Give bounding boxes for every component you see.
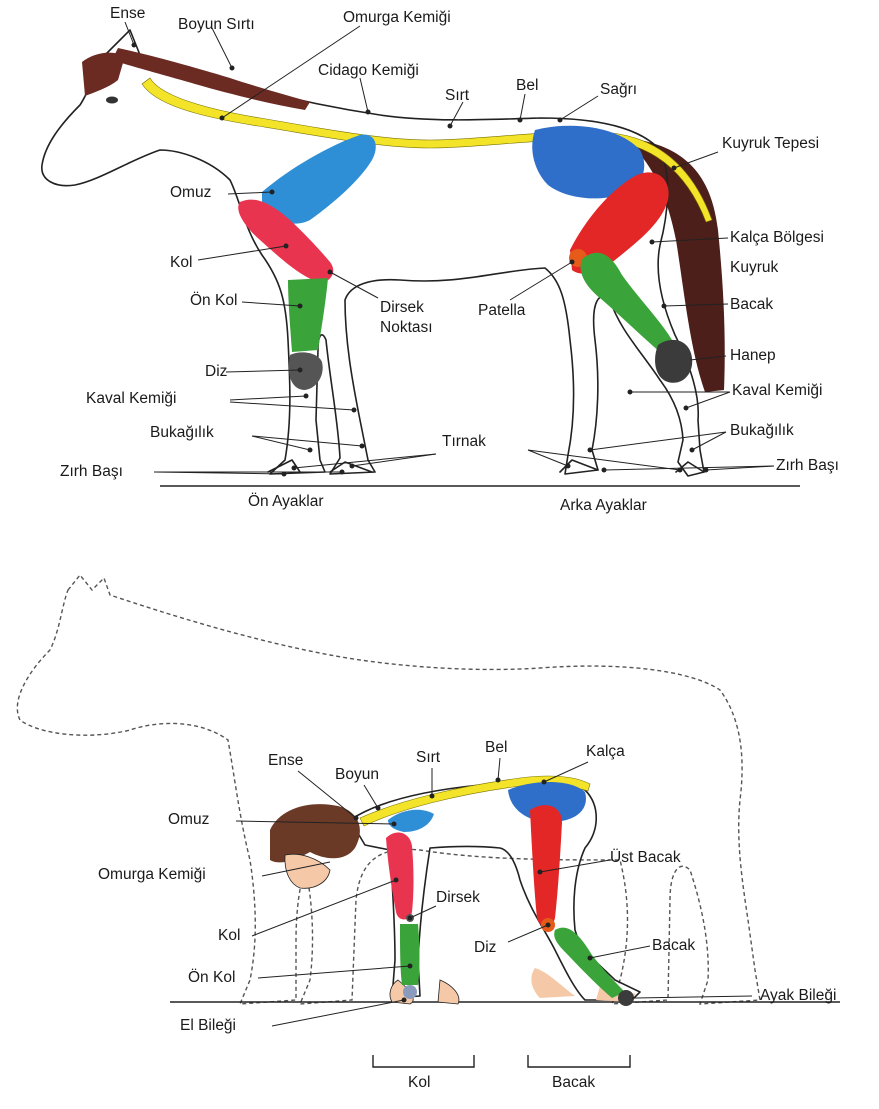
label-sagri: Sağrı <box>600 82 637 98</box>
label-human-sirt: Sırt <box>416 750 440 766</box>
label-noktasi: Noktası <box>380 320 433 336</box>
label-human-bel: Bel <box>485 740 507 756</box>
label-bukagilik-front: Bukağılık <box>150 425 214 441</box>
label-kalca-bolgesi: Kalça Bölgesi <box>730 230 824 246</box>
label-human-on-kol: Ön Kol <box>188 970 235 986</box>
label-human-boyun: Boyun <box>335 767 379 783</box>
human-wrist <box>403 985 417 999</box>
ghost-horse <box>17 575 760 1004</box>
label-bacak: Bacak <box>730 297 773 313</box>
label-diz: Diz <box>205 364 227 380</box>
label-kaval-kemigi-rear: Kaval Kemiği <box>732 383 822 399</box>
label-human-omuz: Omuz <box>168 812 209 828</box>
label-bel: Bel <box>516 78 538 94</box>
label-kol: Kol <box>170 255 192 271</box>
label-tirnak: Tırnak <box>442 434 486 450</box>
human-ankle <box>618 990 634 1006</box>
label-zirh-basi-rear: Zırh Başı <box>776 458 839 474</box>
label-kuyruk: Kuyruk <box>730 260 778 276</box>
horse-forearm <box>288 278 328 352</box>
label-on-ayaklar: Ön Ayaklar <box>248 494 324 510</box>
label-arka-ayaklar: Arka Ayaklar <box>560 498 647 514</box>
horse-eye <box>106 97 118 104</box>
human-lower-leg <box>554 928 625 998</box>
human-leader-lines <box>236 758 752 1026</box>
label-human-el-bilegi: El Bileği <box>180 1018 236 1034</box>
human-figure <box>170 776 840 1067</box>
human-forearm <box>400 924 420 985</box>
label-ense: Ense <box>110 6 145 22</box>
label-omuz: Omuz <box>170 185 211 201</box>
label-bukagilik-rear: Bukağılık <box>730 423 794 439</box>
label-human-dirsek: Dirsek <box>436 890 480 906</box>
label-human-ust-bacak: Üst Bacak <box>610 850 681 866</box>
horse-figure <box>42 30 800 486</box>
label-patella: Patella <box>478 303 525 319</box>
label-on-kol: Ön Kol <box>190 293 237 309</box>
label-human-ense: Ense <box>268 753 303 769</box>
label-kuyruk-tepesi: Kuyruk Tepesi <box>722 136 819 152</box>
label-human-kalca: Kalça <box>586 744 625 760</box>
horse-forelock <box>82 53 125 96</box>
label-kaval-kemigi-front: Kaval Kemiği <box>86 391 176 407</box>
horse-hock <box>655 340 692 383</box>
label-bracket-bacak: Bacak <box>552 1075 595 1091</box>
label-hanep: Hanep <box>730 348 776 364</box>
label-human-bacak: Bacak <box>652 938 695 954</box>
bracket-bacak <box>528 1055 630 1067</box>
label-human-ayak-bilegi: Ayak Bileği <box>760 988 836 1004</box>
human-upper-arm <box>386 832 414 919</box>
human-hair <box>270 804 360 862</box>
label-boyun-sirti: Boyun Sırtı <box>178 17 255 33</box>
label-human-kol: Kol <box>218 928 240 944</box>
label-bracket-kol: Kol <box>408 1075 430 1091</box>
label-sirt: Sırt <box>445 88 469 104</box>
bracket-kol <box>373 1055 474 1067</box>
label-omurga-kemigi: Omurga Kemiği <box>343 10 451 26</box>
ghost-horse-outline <box>17 575 760 1004</box>
label-zirh-basi-front: Zırh Başı <box>60 464 123 480</box>
horse-shoulder <box>262 135 376 224</box>
label-human-omurga-kemigi: Omurga Kemiği <box>98 867 206 883</box>
label-human-diz: Diz <box>474 940 496 956</box>
label-dirsek: Dirsek <box>380 300 424 316</box>
label-cidago-kemigi: Cidago Kemiği <box>318 63 419 79</box>
human-thigh <box>530 805 562 927</box>
human-face <box>285 854 330 888</box>
